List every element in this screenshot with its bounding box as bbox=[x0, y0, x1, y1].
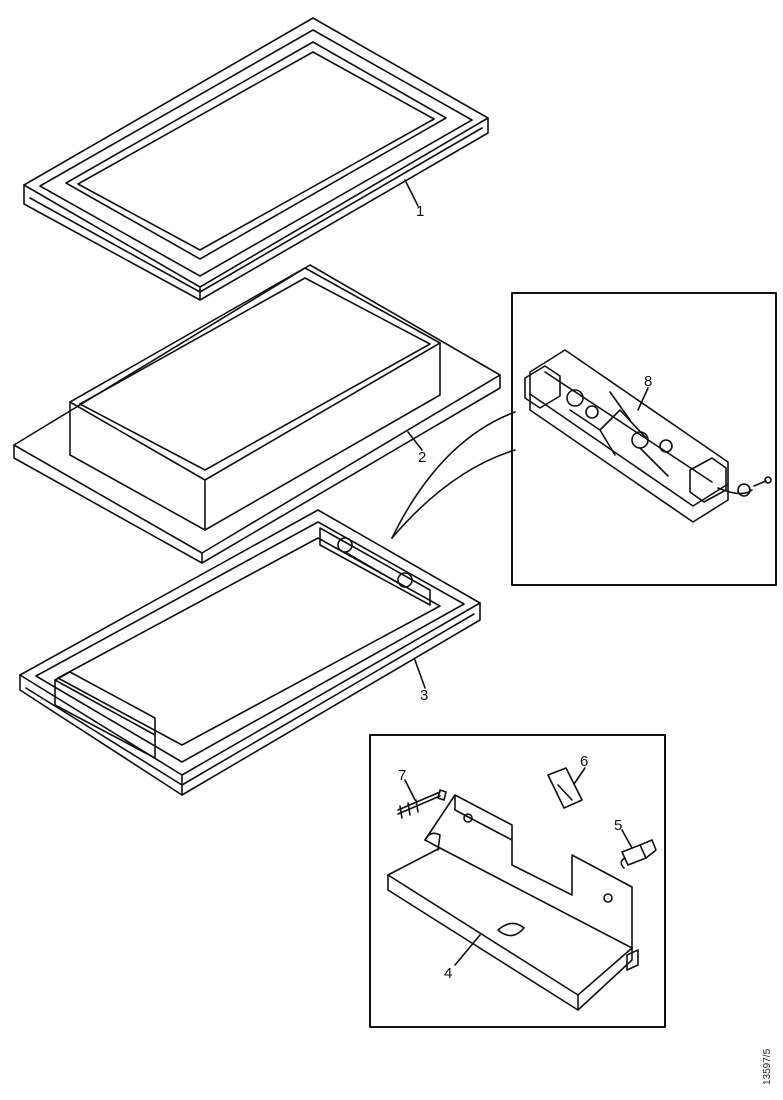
callout-leader-7 bbox=[404, 779, 416, 801]
callout-leader-3 bbox=[414, 659, 426, 689]
figure-code: 13597/5 bbox=[762, 1048, 773, 1085]
callout-3: 3 bbox=[420, 687, 428, 704]
callout-leader-2 bbox=[407, 431, 423, 451]
callout-leader-4 bbox=[454, 934, 481, 966]
callout-2: 2 bbox=[418, 449, 426, 466]
callout-leader-6 bbox=[573, 767, 586, 785]
detail-leader-upper bbox=[391, 411, 516, 539]
part-7-pin bbox=[397, 789, 447, 819]
callout-7: 7 bbox=[398, 767, 406, 784]
callout-leader-8 bbox=[637, 387, 649, 411]
callout-4: 4 bbox=[444, 965, 452, 982]
part-6-clip bbox=[547, 767, 583, 809]
callout-leader-5 bbox=[621, 829, 633, 849]
part-5-screw bbox=[620, 839, 657, 869]
part-2-tray bbox=[13, 264, 501, 564]
callout-leader-1 bbox=[404, 179, 419, 207]
part-1-lid bbox=[23, 17, 489, 301]
detail-box-part-8 bbox=[511, 292, 777, 586]
part-3-frame bbox=[19, 509, 481, 796]
callout-1: 1 bbox=[416, 203, 424, 220]
part-8-mechanism bbox=[524, 349, 772, 523]
callout-6: 6 bbox=[580, 753, 588, 770]
callout-8: 8 bbox=[644, 373, 652, 390]
callout-5: 5 bbox=[614, 817, 622, 834]
part-4-bracket bbox=[387, 794, 639, 1011]
detail-leader-lower bbox=[391, 449, 516, 539]
detail-box-bracket bbox=[369, 734, 666, 1028]
